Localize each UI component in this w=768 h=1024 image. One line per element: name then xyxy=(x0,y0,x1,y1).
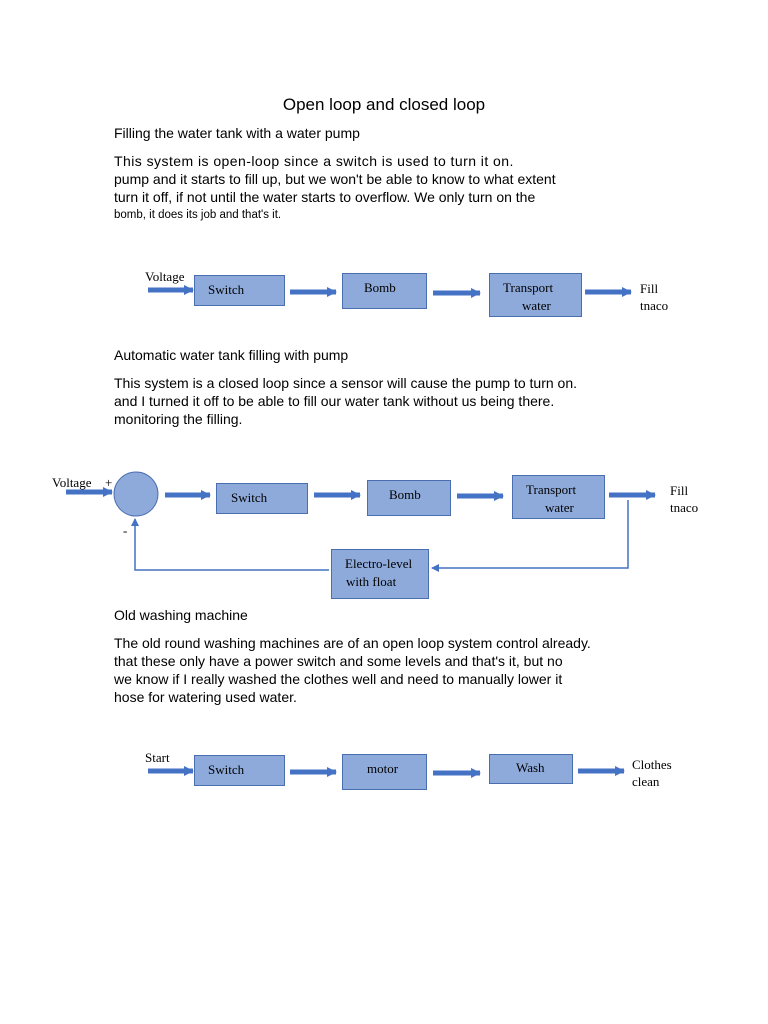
section2-heading: Automatic water tank filling with pump xyxy=(114,347,349,363)
block-label: Transport xyxy=(503,280,554,295)
page-title: Open loop and closed loop xyxy=(282,95,486,114)
block-label: Bomb xyxy=(364,280,396,295)
output-line: tnaco xyxy=(670,500,699,515)
paragraph-line: monitoring the filling. xyxy=(114,411,243,427)
section3-paragraph: The old round washing machines are of an… xyxy=(114,634,614,706)
output-line: Clothes xyxy=(632,757,672,772)
block-label: Switch xyxy=(231,490,268,505)
paragraph-line: we know if I really washed the clothes w… xyxy=(114,671,563,687)
output-line: clean xyxy=(632,774,660,789)
block-label: motor xyxy=(367,761,399,776)
paragraph-line: that these only have a power switch and … xyxy=(114,653,563,669)
paragraph-line: This system is a closed loop since a sen… xyxy=(114,375,577,391)
paragraph-line: The old round washing machines are of an… xyxy=(114,635,591,651)
paragraph-line: turn it off, if not until the water star… xyxy=(114,189,536,205)
input-label: Voltage xyxy=(52,475,92,490)
input-label: Start xyxy=(145,750,170,765)
block-label: Bomb xyxy=(389,487,421,502)
summing-junction xyxy=(113,471,159,517)
output-line: Fill xyxy=(640,281,659,296)
output-line: Fill xyxy=(670,483,689,498)
transport-water-block: Transport water xyxy=(512,475,605,519)
paragraph-line: and I turned it off to be able to fill o… xyxy=(114,393,555,409)
output-label: Fill tnaco xyxy=(640,280,668,314)
paragraph-line: This system is open-loop since a switch … xyxy=(114,153,514,169)
block-label: Wash xyxy=(516,760,545,775)
feedback-line xyxy=(131,518,329,571)
block-label: water xyxy=(545,500,574,515)
bomb-block: Bomb xyxy=(342,273,427,309)
switch-block: Switch xyxy=(194,755,285,786)
block-label: Transport xyxy=(526,482,577,497)
input-label: Voltage xyxy=(145,269,185,284)
motor-block: motor xyxy=(342,754,427,790)
block-label: Electro-level xyxy=(345,556,413,571)
bomb-block: Bomb xyxy=(367,480,451,516)
paragraph-line-small: bomb, it does its job and that's it. xyxy=(114,209,282,221)
paragraph-line: hose for watering used water. xyxy=(114,689,297,705)
section2-paragraph: This system is a closed loop since a sen… xyxy=(114,374,614,428)
block-label: Switch xyxy=(208,762,245,777)
section1-paragraph: This system is open-loop since a switch … xyxy=(114,152,614,224)
minus-sign: - xyxy=(123,523,128,538)
transport-water-block: Transport water xyxy=(489,273,582,317)
paragraph-line: pump and it starts to fill up, but we wo… xyxy=(114,171,556,187)
feedback-line xyxy=(431,500,629,572)
electro-level-sensor-block: Electro-level with float xyxy=(331,549,429,599)
block-label: Switch xyxy=(208,282,245,297)
output-line: tnaco xyxy=(640,298,669,313)
output-label: Fill tnaco xyxy=(670,482,698,516)
block-label: with float xyxy=(346,574,397,589)
output-label: Clothes clean xyxy=(632,756,672,790)
wash-block: Wash xyxy=(489,754,573,784)
section1-heading: Filling the water tank with a water pump xyxy=(114,125,360,141)
block-label: water xyxy=(522,298,551,313)
section3-heading: Old washing machine xyxy=(114,607,248,623)
plus-sign: + xyxy=(105,475,113,490)
switch-block: Switch xyxy=(194,275,285,306)
switch-block: Switch xyxy=(216,483,308,514)
